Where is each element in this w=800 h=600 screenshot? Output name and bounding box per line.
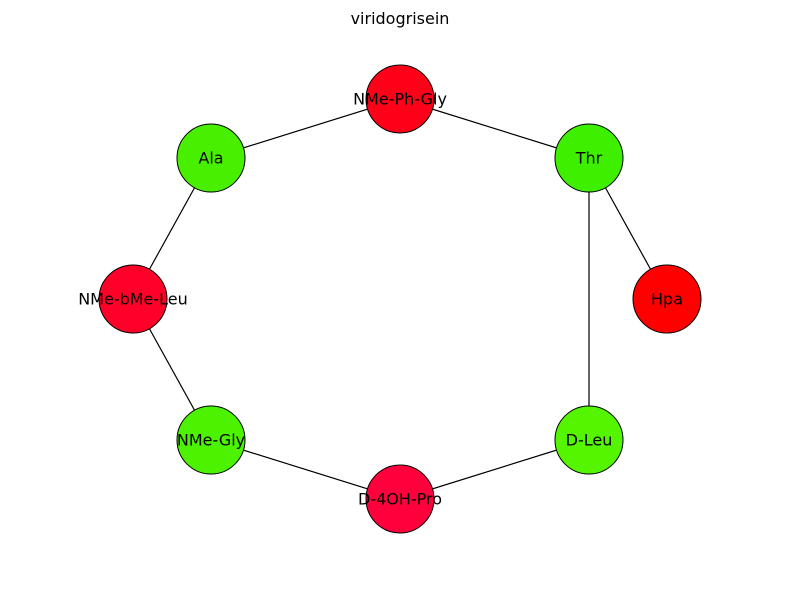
node-d-leu: D-Leu [554,405,624,475]
node-label-nme-bme-leu: NMe-bMe-Leu [78,290,188,309]
node-circle-thr [554,123,624,193]
node-circle-d-4oh-pro [365,464,435,534]
node-d-4oh-pro: D-4OH-Pro [358,464,442,534]
node-circle-nme-bme-leu [98,264,168,334]
node-nme-bme-leu: NMe-bMe-Leu [78,264,188,334]
node-circle-nme-ph-gly [365,64,435,134]
node-circle-ala [176,123,246,193]
node-label-nme-gly: NMe-Gly [177,431,245,450]
node-circle-nme-gly [176,405,246,475]
diagram-title: viridogrisein [350,9,450,28]
node-label-ala: Ala [198,149,223,168]
node-label-hpa: Hpa [651,290,683,309]
node-circle-hpa [632,264,702,334]
node-nme-gly: NMe-Gly [176,405,246,475]
node-thr: Thr [554,123,624,193]
node-nme-ph-gly: NMe-Ph-Gly [353,64,447,134]
node-label-d-leu: D-Leu [566,431,613,450]
node-ala: Ala [176,123,246,193]
node-label-nme-ph-gly: NMe-Ph-Gly [353,90,447,109]
node-label-d-4oh-pro: D-4OH-Pro [358,490,442,509]
node-circle-d-leu [554,405,624,475]
node-hpa: Hpa [632,264,702,334]
node-label-thr: Thr [575,149,603,168]
